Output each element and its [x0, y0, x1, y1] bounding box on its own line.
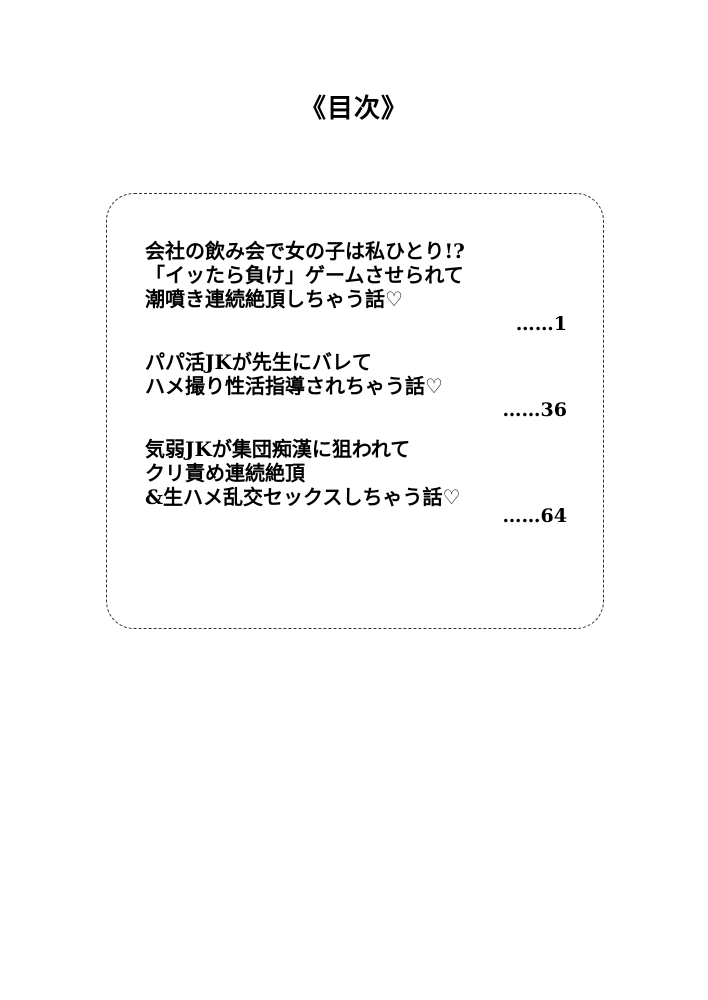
toc-entry-page-number: ……36 — [502, 399, 567, 421]
page-title: 《目次》 — [299, 94, 408, 124]
toc-entry-page-number: ……1 — [515, 313, 567, 335]
toc-entry-title-line: 潮噴き連続絶頂しちゃう話♡ — [145, 287, 403, 311]
toc-entry-page-number: ……64 — [502, 505, 567, 527]
toc-entry-title-line: 会社の飲み会で女の子は私ひとり!? — [145, 239, 465, 263]
table-of-contents-box: 会社の飲み会で女の子は私ひとり!? 「イッたら負け」ゲームさせられて 潮噴き連続… — [106, 193, 604, 629]
toc-entry-title-line: クリ責め連続絶頂 — [145, 461, 305, 485]
toc-entry-title-line: ハメ撮り性活指導されちゃう話♡ — [145, 374, 443, 398]
toc-entry-title-line: 気弱JKが集団痴漢に狙われて — [145, 437, 411, 461]
toc-entry-title-line: 「イッたら負け」ゲームさせられて — [145, 263, 464, 287]
toc-entry-title-line: パパ活JKが先生にバレて — [145, 350, 372, 374]
toc-entry-title-line: &生ハメ乱交セックスしちゃう話♡ — [145, 485, 461, 509]
